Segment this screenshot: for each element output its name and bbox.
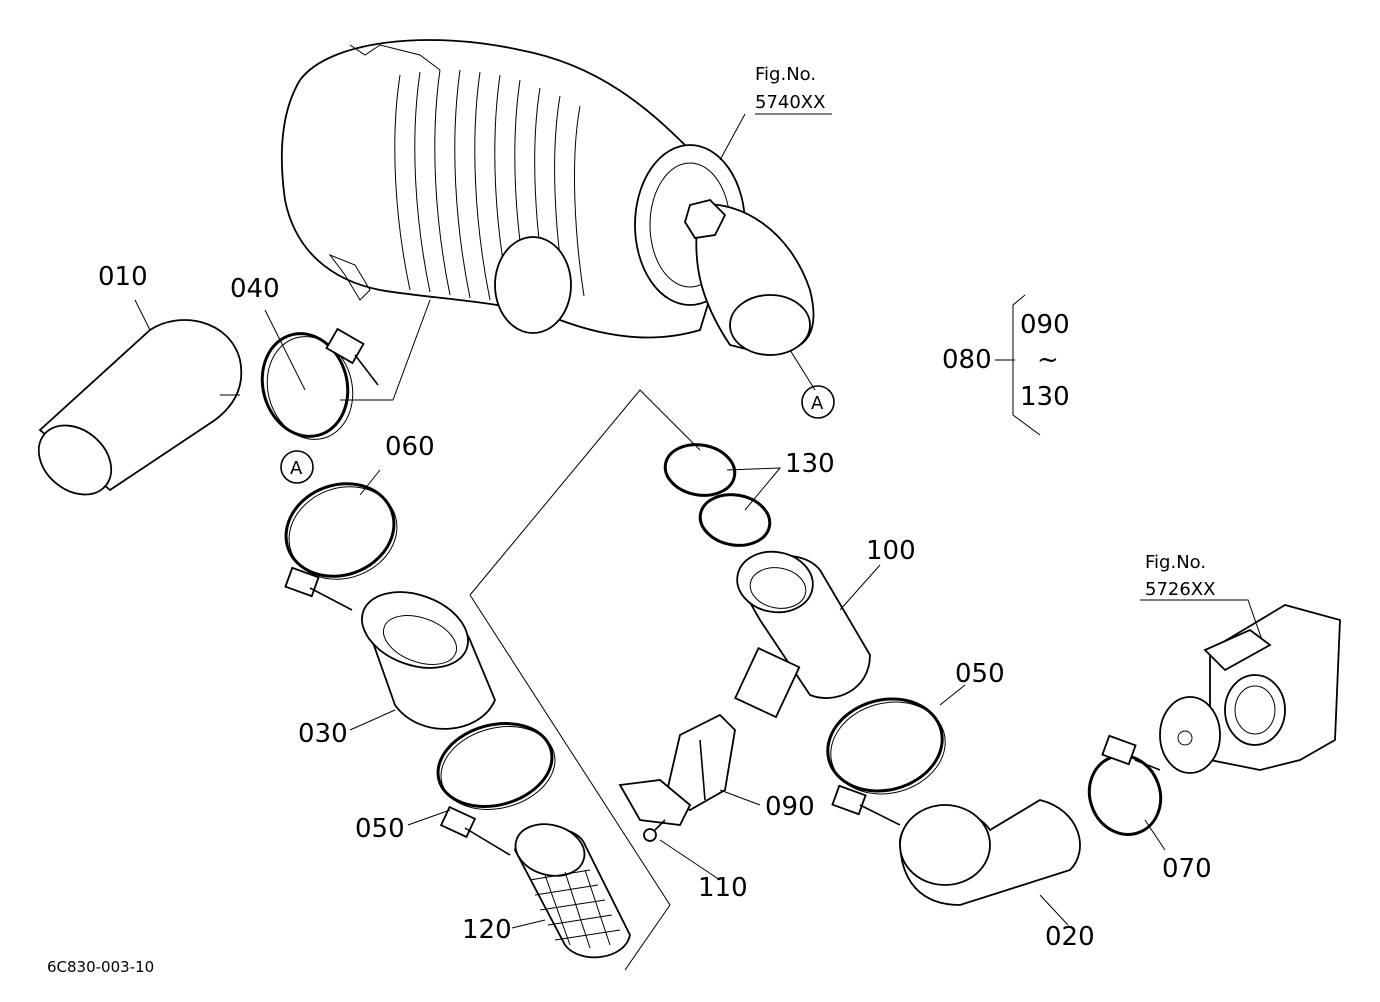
fig-ref-label-1: Fig.No.: [755, 64, 816, 85]
label-range-tilde: ~: [1037, 345, 1059, 375]
label-030: 030: [298, 719, 348, 749]
figure-ref-5726: Fig.No. 5726XX: [1145, 552, 1215, 600]
label-050-right: 050: [955, 659, 1005, 689]
part-030-rubber-hose: [361, 591, 496, 730]
part-labels: 010 040 060 030 050 120 130 100 090 110 …: [98, 262, 1212, 952]
fig-ref-number-1: 5740XX: [755, 92, 825, 113]
label-020: 020: [1045, 922, 1095, 952]
label-090: 090: [765, 792, 815, 822]
part-130-o-rings: [663, 443, 772, 547]
label-120: 120: [462, 915, 512, 945]
label-040: 040: [230, 274, 280, 304]
label-110: 110: [698, 873, 748, 903]
range-bracket: [1012, 294, 1041, 436]
part-070-hose-clamp: [1087, 734, 1163, 836]
fig-ref-number-2: 5726XX: [1145, 579, 1215, 600]
part-120-mesh-filter: [514, 823, 631, 959]
part-110-screw: [643, 819, 666, 842]
part-010-elbow-hose: [37, 319, 243, 496]
drawing-code: 6C830-003-10: [47, 958, 154, 976]
label-100: 100: [866, 536, 916, 566]
part-100-intake-pipe: [734, 550, 871, 719]
part-020-elbow-hose: [899, 799, 1081, 906]
label-070: 070: [1162, 854, 1212, 884]
label-050-left: 050: [355, 814, 405, 844]
label-010: 010: [98, 262, 148, 292]
leader-lines: [134, 113, 1263, 929]
part-group-outline: [469, 389, 701, 971]
fig-ref-label-2: Fig.No.: [1145, 552, 1206, 573]
label-range-to: 130: [1020, 382, 1070, 412]
svg-text:A: A: [290, 458, 303, 479]
label-080: 080: [942, 345, 992, 375]
ref-a-left: A: [280, 450, 314, 484]
label-range-from: 090: [1020, 310, 1070, 340]
figure-ref-5740: Fig.No. 5740XX: [755, 64, 825, 113]
label-060: 060: [385, 432, 435, 462]
part-060-hose-clamp: [284, 482, 398, 611]
svg-text:A: A: [811, 393, 824, 414]
part-050-hose-clamp-left: [436, 722, 556, 856]
air-cleaner-assembly: [280, 39, 815, 356]
part-090-air-flow-sensor: [618, 713, 736, 826]
part-040-hose-clamp: [260, 327, 379, 440]
part-050-hose-clamp-right: [826, 697, 946, 826]
ref-a-top: A: [801, 385, 835, 419]
turbocharger-assembly: [1159, 604, 1341, 774]
label-130: 130: [785, 449, 835, 479]
